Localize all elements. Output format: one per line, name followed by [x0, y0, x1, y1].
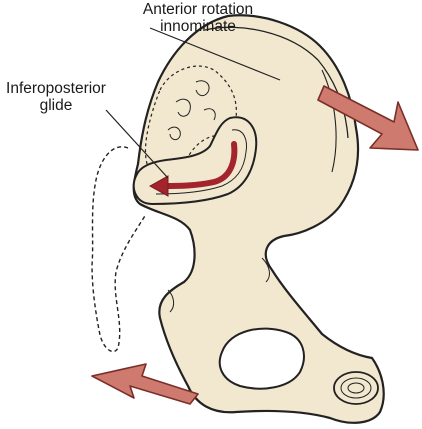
label-inferoposterior-line-2: glide	[39, 97, 73, 114]
innominate-bone	[132, 14, 385, 424]
label-anterior-rotation-line-2: innominate	[160, 18, 236, 35]
obturator-foramen	[218, 327, 305, 390]
auricular-texture-3	[167, 126, 181, 141]
pubic-ramus-cross-section	[333, 371, 379, 405]
rotation-arrow-upper	[317, 85, 419, 151]
auricular-texture-4	[203, 108, 216, 121]
pubic-ramus-ring-2	[347, 382, 365, 394]
glide-arrow-head	[148, 175, 169, 197]
pubic-ramus-ring-1	[340, 377, 372, 399]
label-anterior-rotation: Anterior rotation innominate	[143, 1, 253, 35]
label-anterior-rotation-line-1: Anterior rotation	[142, 1, 254, 18]
auricular-texture-1	[175, 98, 191, 117]
bone-texture-2	[261, 257, 270, 283]
bone-texture-1	[167, 289, 175, 313]
iliac-contour	[321, 69, 337, 173]
label-inferoposterior-glide: Inferoposterior glide	[6, 80, 106, 114]
leader-line-glide	[105, 109, 169, 179]
glide-arrow-shaft	[161, 141, 238, 189]
rotation-arrow-lower	[91, 363, 199, 405]
joint-surface-inner	[155, 129, 247, 195]
sacrum-dashed-outline	[91, 146, 147, 353]
label-inferoposterior-line-1: Inferoposterior	[6, 80, 106, 97]
leader-line-anterior	[149, 27, 281, 81]
auricular-texture-2	[195, 80, 210, 97]
